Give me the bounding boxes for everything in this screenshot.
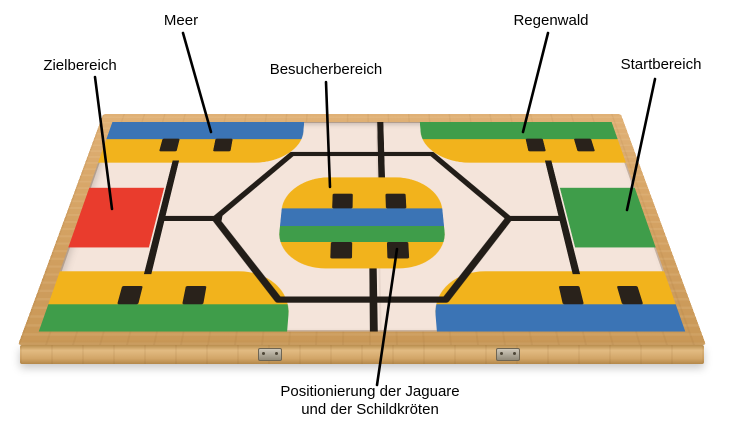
board-surface bbox=[38, 122, 686, 332]
label-positionierung-line1: Positionierung der Jaguare bbox=[280, 383, 460, 400]
jaguar-turtle-marker bbox=[332, 193, 353, 209]
jaguar-turtle-marker bbox=[330, 241, 353, 259]
jaguar-turtle-marker bbox=[386, 241, 410, 259]
label-zielbereich: Zielbereich bbox=[43, 57, 117, 74]
besucher-green-stripe bbox=[278, 226, 446, 242]
label-startbereich: Startbereich bbox=[620, 56, 702, 73]
label-besucherbereich: Besucherbereich bbox=[269, 61, 383, 78]
game-board-frame bbox=[18, 114, 706, 345]
jaguar-turtle-marker bbox=[385, 193, 407, 209]
label-regenwald: Regenwald bbox=[513, 12, 589, 29]
label-positionierung: Positionierung der Jaguare und der Schil… bbox=[250, 383, 490, 420]
hinge-icon bbox=[496, 348, 520, 361]
besucher-blue-stripe bbox=[279, 208, 445, 227]
board-front-rail bbox=[20, 345, 704, 364]
hinge-icon bbox=[258, 348, 282, 361]
label-meer: Meer bbox=[163, 12, 199, 29]
label-positionierung-line2: und der Schildkröten bbox=[301, 401, 439, 419]
zone-besucherbereich bbox=[275, 177, 449, 269]
